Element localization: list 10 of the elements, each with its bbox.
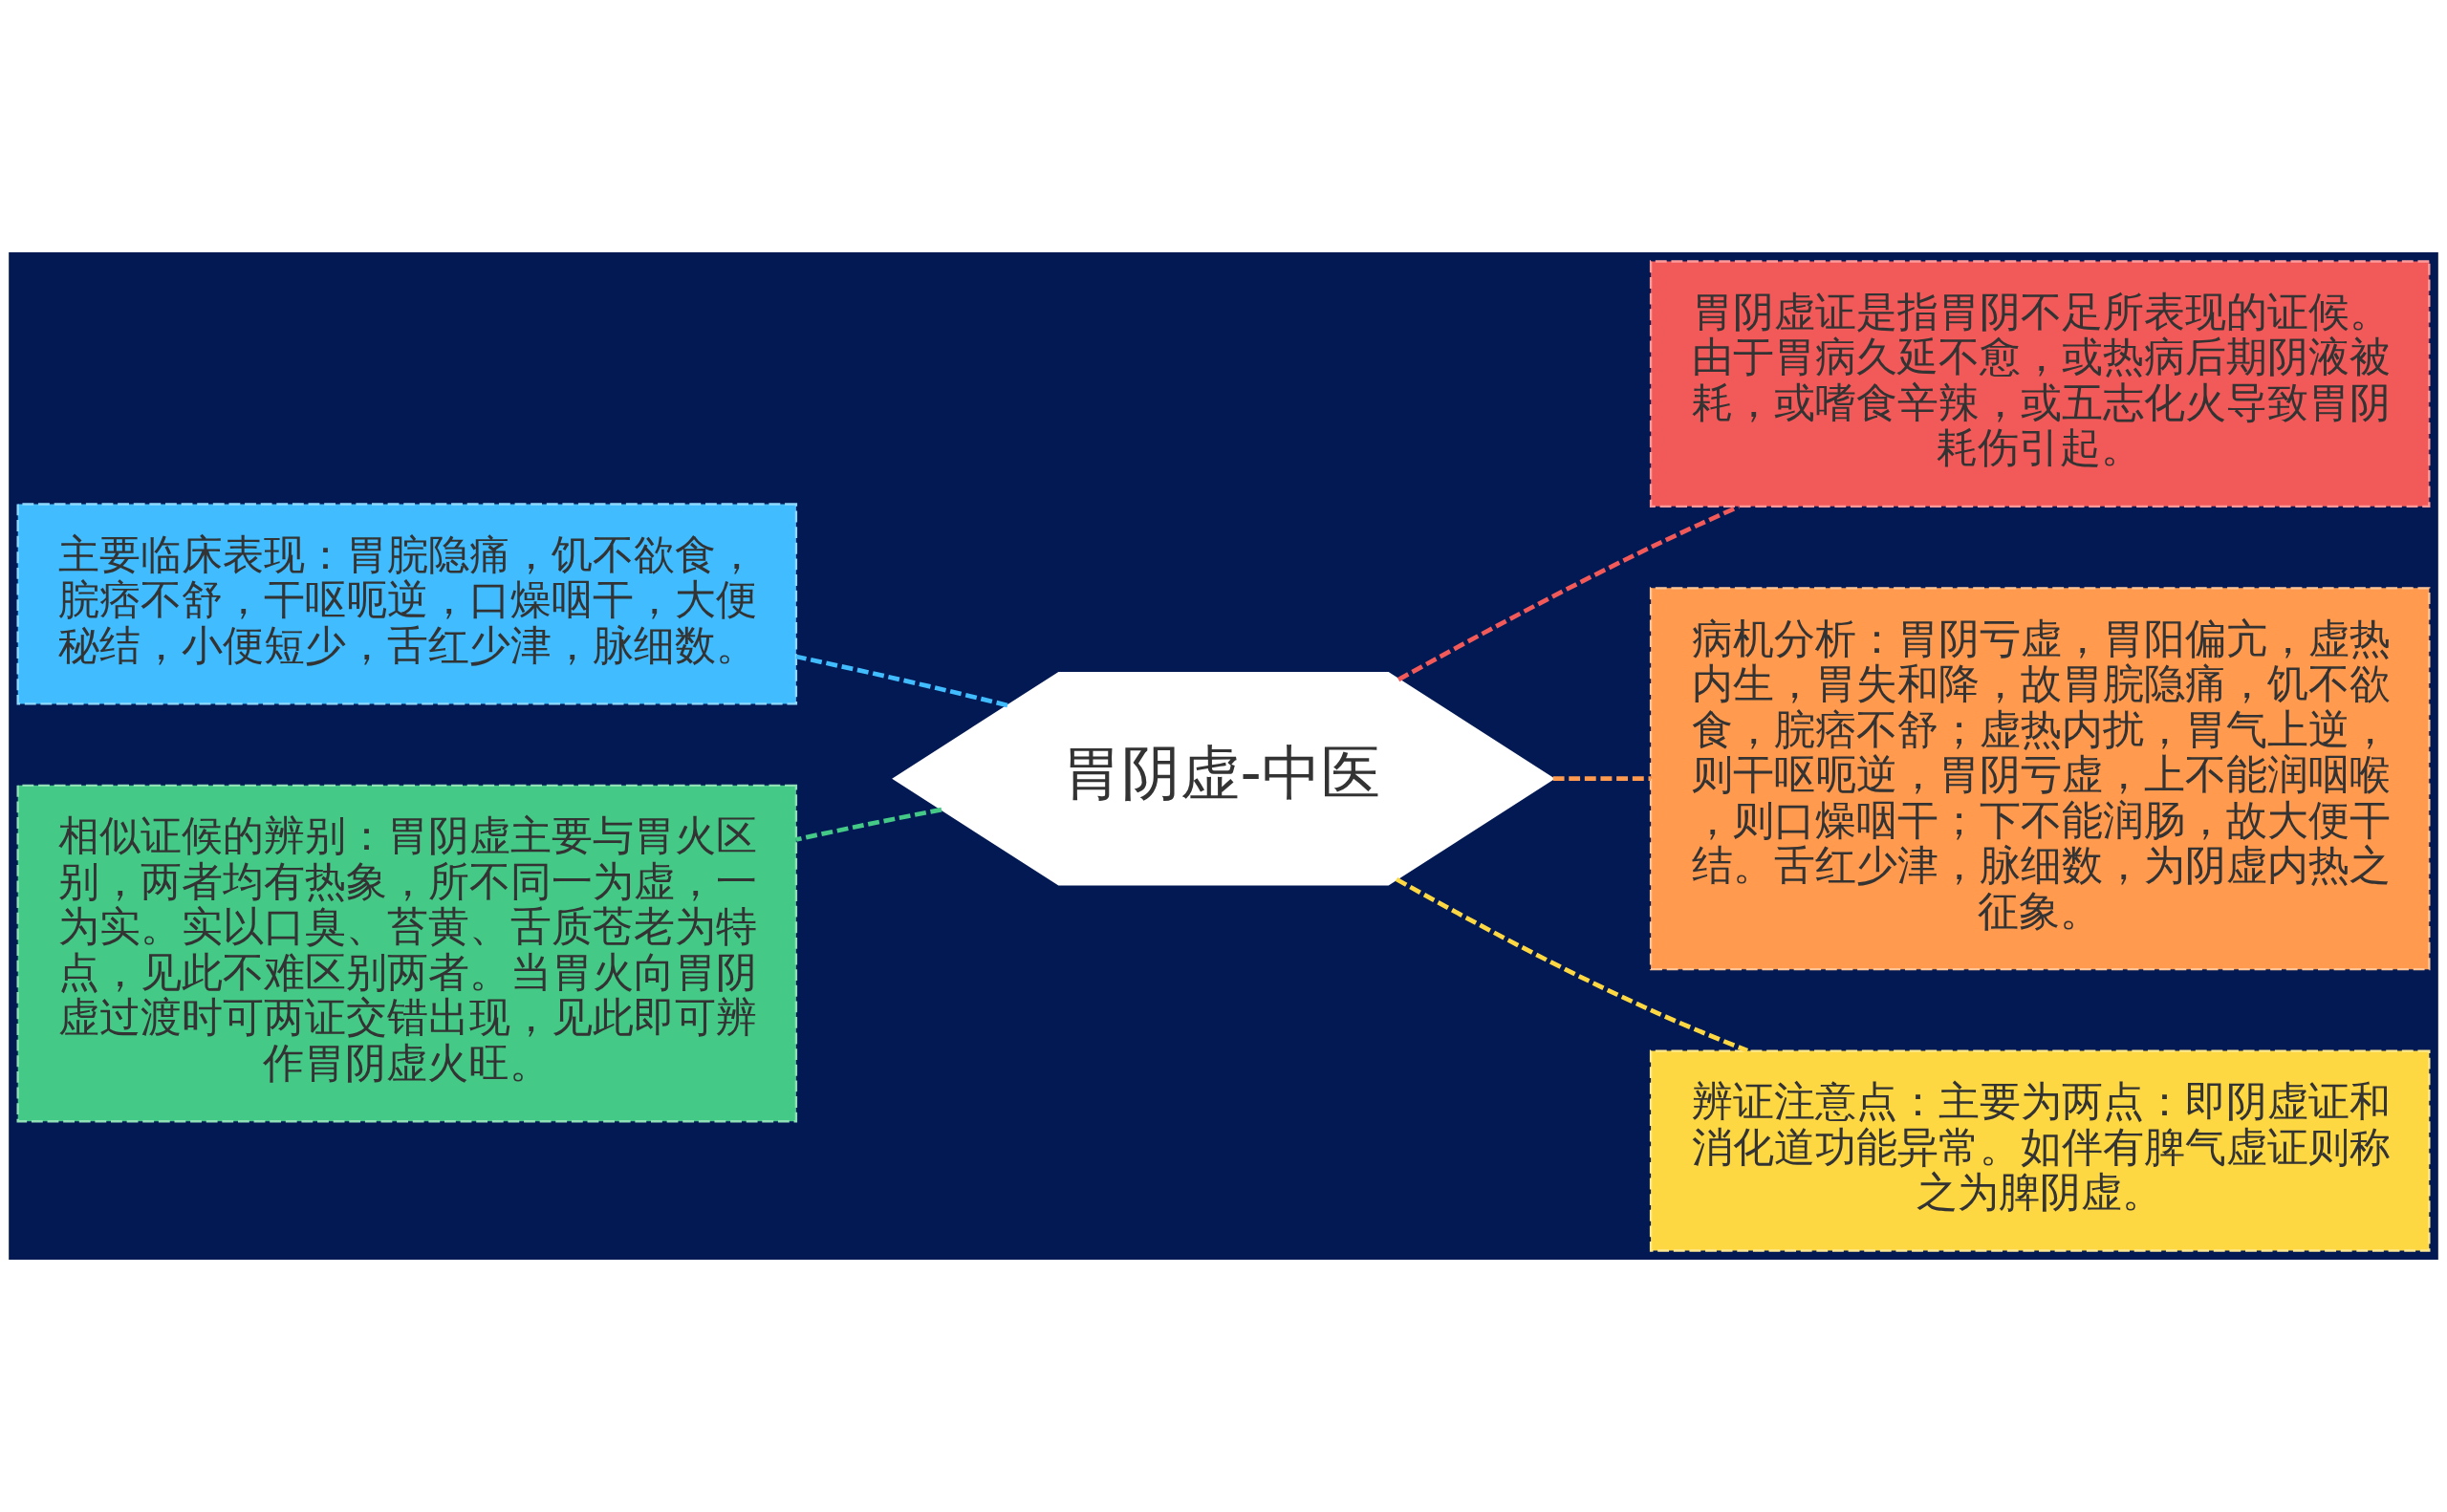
node-box: 胃阴虚证是指胃阴不足所表现的证候。由于胃病久延不愈，或热病后期阴液被耗，或嗜食辛辣，或五志化火导致胃阴耗伤引起。 [1649,260,2431,508]
connector [1395,876,1748,1053]
node-box: 主要临床表现：胃脘隐痛，饥不欲食，脘痞不舒，干呕呃逆，口燥咽干，大便秘结，小便短少，舌红少津，脉细数。 [16,503,798,705]
connector [795,654,1008,708]
node-box: 辨证注意点：主要为两点：即阴虚证和消化道功能异常。如伴有脾气虚证则称之为脾阴虚。 [1649,1049,2431,1252]
connector [1552,776,1651,782]
node-box: 病机分析：胃阴亏虚，胃阳偏亢，虚热内生，胃失和降，故胃脘隐痛，饥不欲食，脘痞不舒；虚热内扰，胃气上逆，则干呕呃逆，胃阴亏虚，上不能润咽喉，则口燥咽干；下不能润肠，故大便干结。舌红少津，脉细数，为阴虚内热之征象。 [1649,587,2431,971]
connector [1397,505,1740,682]
connector [795,807,942,842]
node-box: 相似证候的辨别：胃阴虚主要与胃火区别，两者均有热象，所不同一为虚，一为实。实以口臭、苔黄、舌质苍老为特点，见此不难区别两者。当胃火向胃阴虚过渡时可两证交错出现，见此即可辨作胃阴虚火旺。 [16,784,798,1123]
